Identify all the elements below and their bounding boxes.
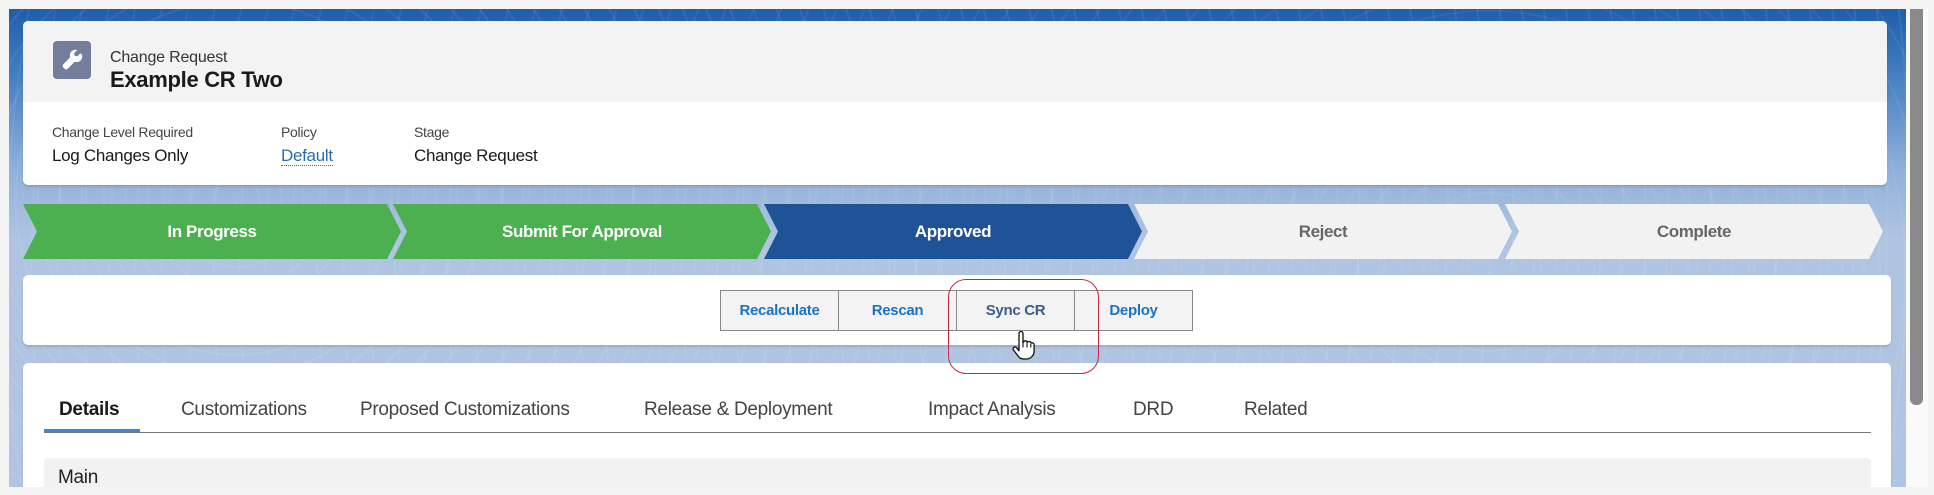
- tab-release-deployment[interactable]: Release & Deployment: [644, 399, 833, 420]
- field-policy: Policy Default: [281, 124, 333, 166]
- record-header: Change Request Example CR Two Change Lev…: [23, 21, 1887, 185]
- deploy-button[interactable]: Deploy: [1074, 290, 1193, 331]
- policy-link[interactable]: Default: [281, 146, 333, 166]
- page-background: Change Request Example CR Two Change Lev…: [9, 9, 1906, 487]
- record-title: Example CR Two: [110, 67, 283, 92]
- stage-reject[interactable]: Reject: [1134, 204, 1512, 259]
- stage-approved[interactable]: Approved: [764, 204, 1142, 259]
- stage-label: Complete: [1656, 221, 1732, 241]
- stage-in-progress[interactable]: In Progress: [23, 204, 401, 259]
- section-header-main[interactable]: Main: [44, 458, 1871, 487]
- tab-bar: Details Customizations Proposed Customiz…: [44, 363, 1871, 433]
- field-label: Policy: [281, 124, 317, 140]
- field-label: Change Level Required: [52, 124, 193, 140]
- stage-submit-for-approval[interactable]: Submit For Approval: [393, 204, 771, 259]
- field-value: Log Changes Only: [52, 146, 189, 165]
- stage-label: Reject: [1298, 221, 1348, 241]
- stage-label: Approved: [914, 221, 992, 241]
- stage-path: In Progress Submit For Approval Approved…: [23, 204, 1883, 259]
- tab-proposed-customizations[interactable]: Proposed Customizations: [360, 399, 570, 420]
- wrench-icon: [53, 41, 91, 79]
- record-header-title-area: Change Request Example CR Two: [23, 21, 1887, 102]
- active-tab-indicator: [44, 429, 140, 432]
- field-label: Stage: [414, 124, 450, 140]
- highlights-panel: Change Level Required Log Changes Only P…: [23, 102, 1887, 185]
- field-value: Change Request: [414, 146, 538, 165]
- action-button-group: Recalculate Rescan Sync CR Deploy: [720, 290, 1193, 331]
- tab-impact-analysis[interactable]: Impact Analysis: [928, 399, 1056, 420]
- rescan-button[interactable]: Rescan: [838, 290, 957, 331]
- actions-panel: Recalculate Rescan Sync CR Deploy: [23, 275, 1891, 345]
- tab-details[interactable]: Details: [59, 399, 120, 420]
- field-stage: Stage Change Request: [414, 124, 538, 166]
- field-change-level: Change Level Required Log Changes Only: [52, 124, 193, 166]
- tabs-panel: Details Customizations Proposed Customiz…: [23, 363, 1891, 487]
- tab-drd[interactable]: DRD: [1133, 399, 1174, 420]
- stage-complete[interactable]: Complete: [1505, 204, 1883, 259]
- stage-label: Submit For Approval: [502, 221, 662, 241]
- tab-related[interactable]: Related: [1244, 399, 1308, 420]
- tab-customizations[interactable]: Customizations: [181, 399, 307, 420]
- sync-cr-button[interactable]: Sync CR: [956, 290, 1075, 331]
- record-type-label: Change Request: [110, 49, 228, 66]
- section-title: Main: [58, 467, 98, 487]
- hand-cursor-icon: [1012, 330, 1036, 361]
- scrollbar-thumb[interactable]: [1910, 9, 1923, 405]
- stage-label: In Progress: [167, 221, 257, 241]
- recalculate-button[interactable]: Recalculate: [720, 290, 839, 331]
